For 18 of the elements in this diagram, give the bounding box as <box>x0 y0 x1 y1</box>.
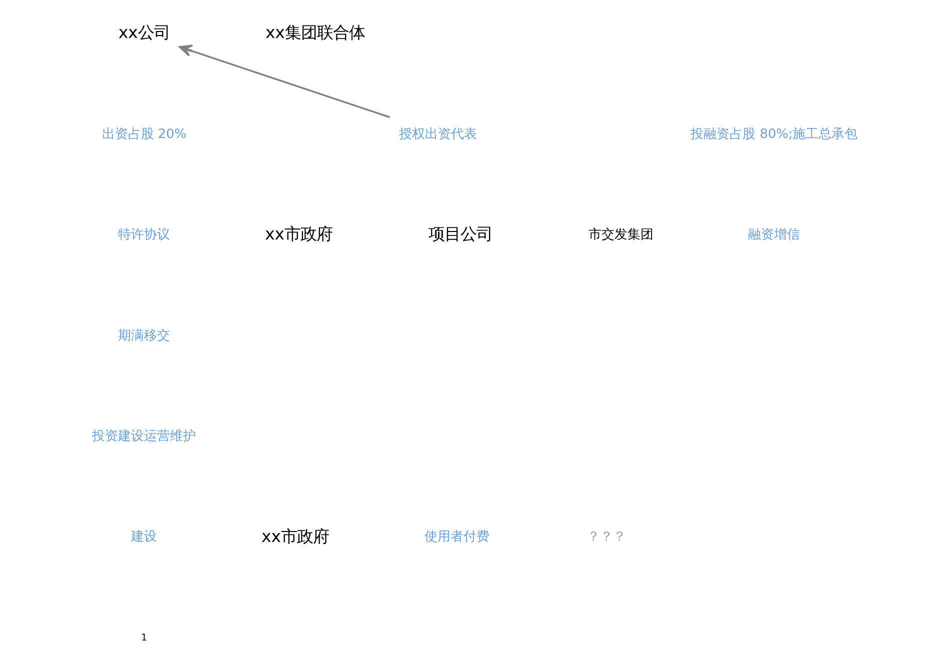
node-text: xx市政府 <box>262 526 329 546</box>
node-text: 市交发集团 <box>588 228 654 243</box>
arrow <box>178 44 390 118</box>
label: 使用者付费 <box>424 530 490 545</box>
label: ？？？ <box>587 530 626 545</box>
node-text: xx集团联合体 <box>265 23 365 42</box>
node-text: 授权出资代表 <box>399 126 478 142</box>
label: 期满移交 <box>118 328 170 344</box>
label: 建设 <box>131 530 158 545</box>
node-text: xx市政府 <box>265 224 332 244</box>
node-text: 项目公司 <box>428 224 492 244</box>
node-text: xx公司 <box>118 23 170 42</box>
label: 融资增信 <box>748 228 800 243</box>
label: 投融资占股 80%;施工总承包 <box>690 126 858 142</box>
label: 特许协议 <box>118 228 170 243</box>
label: 出资占股 20% <box>102 126 187 142</box>
label: 投资建设运营维护 <box>92 428 196 444</box>
label: 1 <box>141 632 148 644</box>
